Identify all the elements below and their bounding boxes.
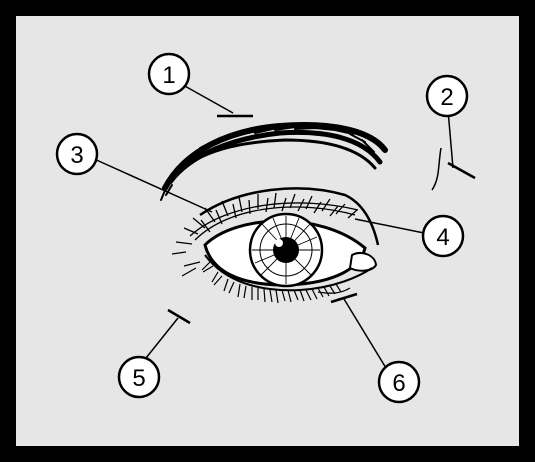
pupil-highlight [275, 239, 283, 247]
callout-3: 3 [57, 134, 97, 174]
callout-4-label: 4 [436, 224, 449, 251]
callout-1: 1 [149, 54, 189, 94]
callout-5: 5 [119, 357, 159, 397]
callout-6-label: 6 [392, 370, 405, 397]
callout-1-label: 1 [162, 62, 175, 89]
callout-4: 4 [423, 216, 463, 256]
callout-5-label: 5 [132, 365, 145, 392]
callout-2-label: 2 [440, 84, 453, 111]
callout-3-label: 3 [70, 142, 83, 169]
callout-6: 6 [379, 362, 419, 402]
callout-2: 2 [427, 76, 467, 116]
